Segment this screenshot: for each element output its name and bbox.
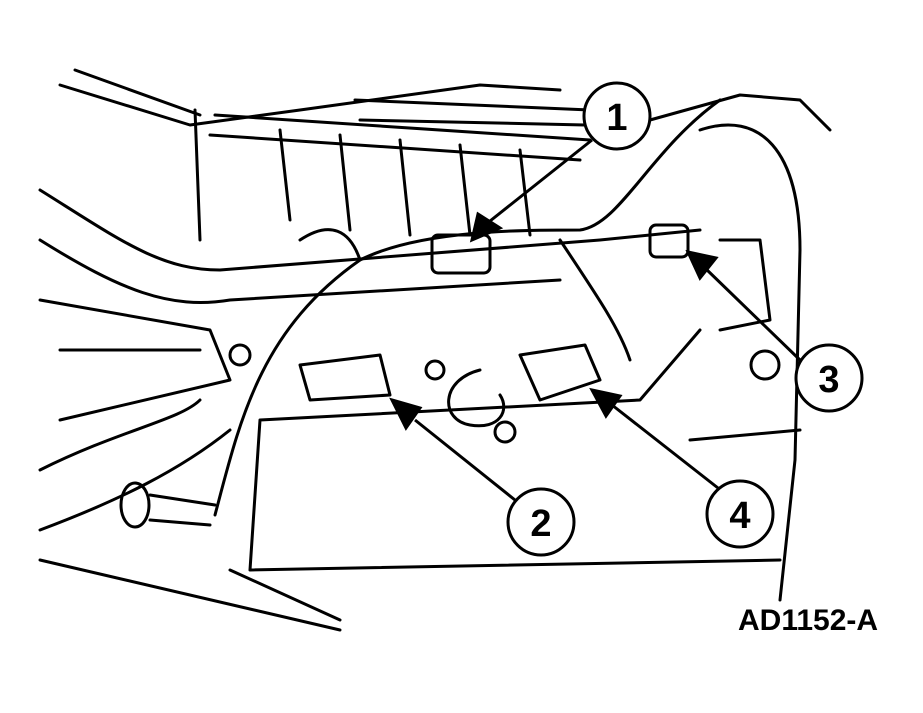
right-frame-curve [698, 123, 802, 602]
right-lower [688, 428, 802, 442]
upper-frame-line [58, 83, 562, 127]
axle-shaft [148, 493, 217, 527]
sensor-2-body [298, 353, 392, 402]
callout-1-circle [582, 81, 652, 151]
right-frame-line [648, 93, 832, 132]
leader-3 [703, 266, 802, 362]
callout-2: 2 [506, 487, 576, 557]
arrow-2 [389, 397, 423, 431]
sensor-1-body [430, 233, 492, 275]
oil-pan [248, 328, 782, 572]
left-boot [38, 398, 232, 532]
right-bracket [718, 238, 772, 332]
callout-4-circle [705, 479, 775, 549]
engine-rib-4 [458, 143, 472, 237]
callout-1-label: 1 [606, 97, 627, 139]
harness-branch [298, 228, 362, 262]
arrow-1 [469, 211, 504, 243]
callout-3-label: 3 [818, 359, 839, 401]
callout-1: 1 [582, 81, 652, 151]
callout-2-label: 2 [530, 503, 551, 545]
leader-4 [611, 403, 719, 490]
bolt-mid [424, 359, 446, 381]
engine-rib-2 [338, 133, 352, 232]
arrow-3 [685, 249, 719, 281]
callout-3-circle [794, 343, 864, 413]
leader-2 [414, 418, 516, 502]
engine-rib-1 [278, 128, 292, 222]
left-arm [38, 298, 232, 422]
sensor-4-body [518, 343, 602, 402]
grille-top [353, 98, 592, 127]
bolt-right [749, 349, 781, 381]
callout-3: 3 [794, 343, 864, 413]
leaders [389, 138, 802, 502]
cross-member [38, 188, 702, 272]
cross-member-lower [38, 238, 562, 304]
callout-4-label: 4 [729, 495, 750, 537]
callout-4: 4 [705, 479, 775, 549]
figure-id-label: AD1152-A [738, 604, 879, 637]
bolt-lower [493, 420, 517, 444]
oil-pan-lower [38, 558, 342, 632]
harness-right [558, 238, 632, 362]
arrow-4 [589, 387, 623, 419]
callout-2-circle [506, 487, 576, 557]
sensor-3-body [648, 223, 690, 259]
harness-loop [447, 368, 506, 428]
engine-top [193, 108, 592, 242]
bolt-left [228, 343, 252, 367]
axle-end [119, 481, 151, 529]
engine-rib-3 [398, 138, 412, 237]
harness-main [213, 98, 722, 517]
upper-frame-line-2 [73, 68, 202, 117]
line-art [38, 68, 832, 632]
leader-1 [484, 138, 593, 227]
